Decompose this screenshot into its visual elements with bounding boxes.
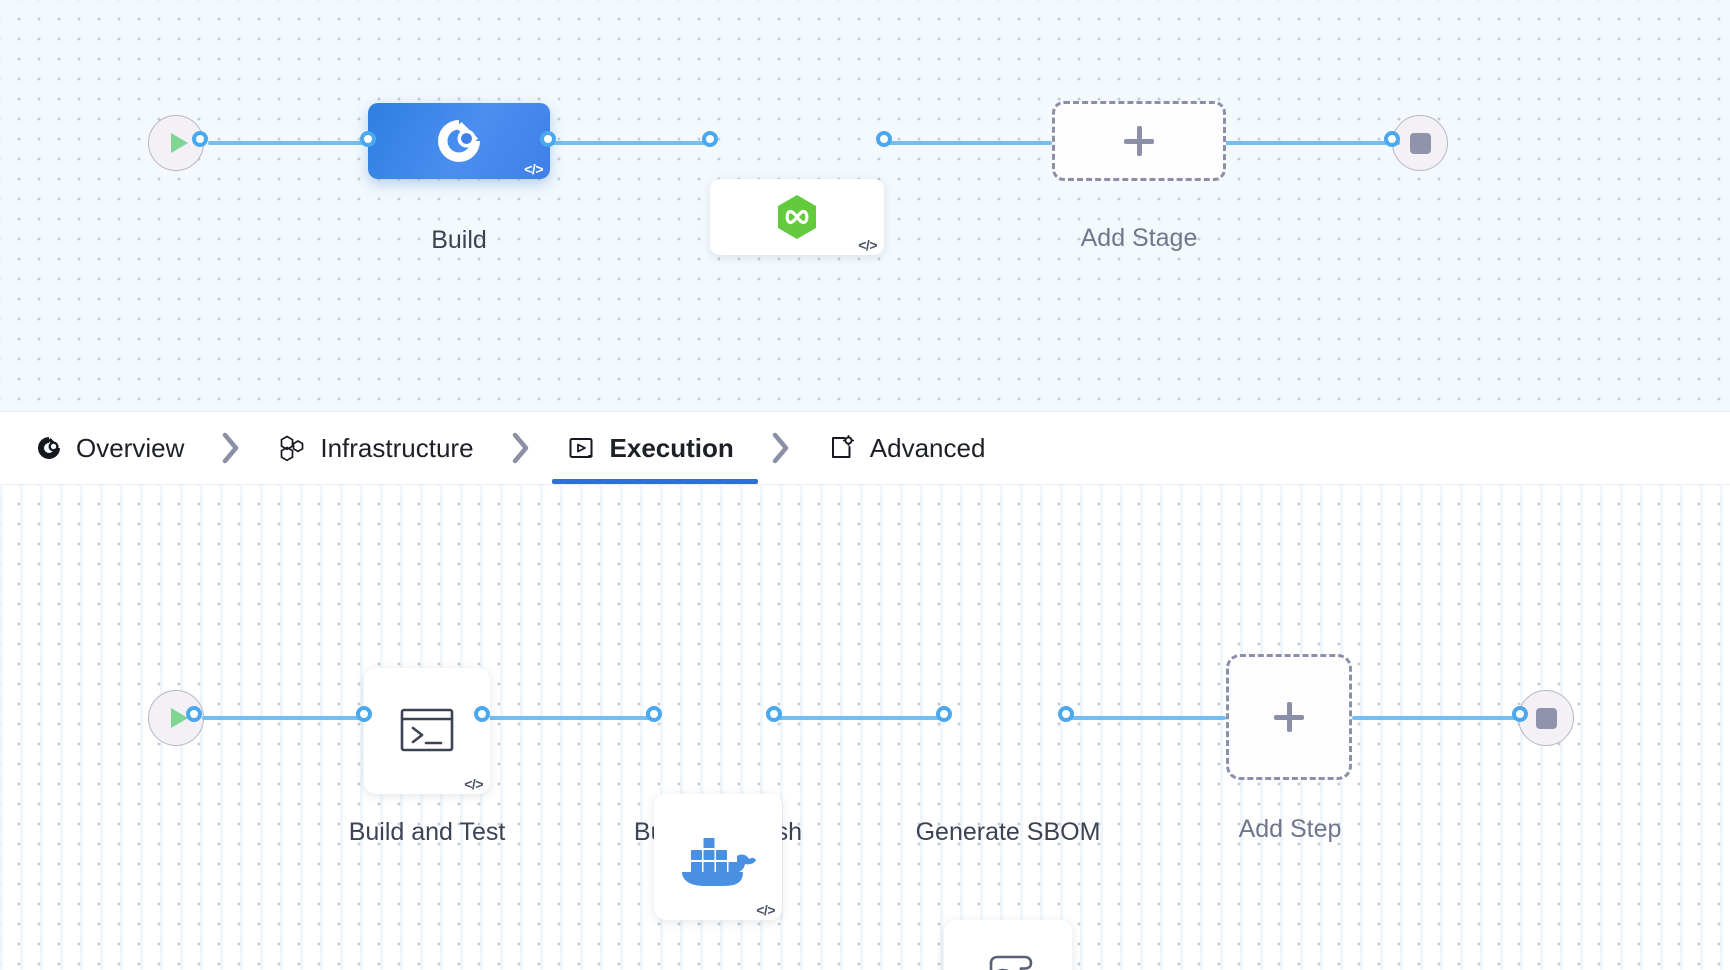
edge-addstage-to-end — [1224, 141, 1400, 145]
harness-ci-icon — [438, 120, 480, 162]
port-exec-end-in[interactable] — [1512, 706, 1528, 722]
tab-execution[interactable]: Execution — [551, 412, 759, 484]
plus-icon-v — [1286, 702, 1292, 732]
execution-graph-canvas[interactable]: </> Build and Test </> — [0, 484, 1730, 970]
sbom-scroll-icon — [989, 955, 1033, 970]
hexagon-cluster-icon — [278, 434, 306, 462]
stage-node-build[interactable]: </> — [368, 103, 550, 179]
stage-label-build: Build — [431, 226, 487, 254]
pipeline-end-node[interactable] — [1392, 115, 1448, 171]
port-deploy-in[interactable] — [702, 131, 718, 147]
stage-code-badge[interactable]: </> — [524, 161, 543, 177]
stage-code-badge[interactable]: </> — [858, 237, 877, 253]
add-stage-label: Add Stage — [1080, 224, 1198, 252]
tab-infrastructure-label: Infrastructure — [320, 432, 474, 463]
chevron-right-icon — [184, 431, 278, 465]
port-buildtest-out[interactable] — [474, 706, 490, 722]
step-code-badge[interactable]: </> — [464, 776, 483, 792]
port-docker-out[interactable] — [766, 706, 782, 722]
port-sbom-out[interactable] — [1058, 706, 1074, 722]
edge-deploy-to-addstage — [884, 141, 1052, 145]
edge-buildtest-to-docker — [482, 716, 654, 720]
port-docker-in[interactable] — [646, 706, 662, 722]
plus-icon-v — [1136, 126, 1142, 156]
stage-config-tabbar: Overview Infrastructure — [0, 412, 1730, 484]
edge-start-to-buildtest — [202, 716, 362, 720]
advanced-gear-icon — [828, 434, 856, 462]
step-node-generate-sbom[interactable]: </> — [944, 920, 1072, 970]
stage-node-deploy[interactable]: </> — [710, 179, 884, 255]
port-start-out[interactable] — [192, 131, 208, 147]
port-buildtest-in[interactable] — [356, 706, 372, 722]
edge-start-to-build — [208, 141, 368, 145]
step-node-build-and-test[interactable]: </> — [364, 668, 490, 794]
chevron-right-icon — [474, 431, 568, 465]
step-label-generate-sbom: Generate SBOM — [915, 818, 1101, 846]
tab-advanced[interactable]: Advanced — [828, 412, 986, 484]
edge-sbom-to-addstep — [1066, 716, 1226, 720]
execution-play-icon — [568, 434, 596, 462]
play-icon — [170, 133, 188, 153]
harness-cd-icon — [778, 195, 816, 239]
overview-pie-icon — [36, 435, 62, 461]
tab-execution-label: Execution — [609, 432, 734, 463]
tab-overview-label: Overview — [76, 432, 185, 463]
execution-end-node[interactable] — [1518, 690, 1574, 746]
edge-docker-to-sbom — [774, 716, 946, 720]
tab-advanced-label: Advanced — [869, 432, 986, 463]
port-exec-start-out[interactable] — [186, 706, 202, 722]
stop-icon — [1535, 707, 1557, 729]
add-stage-button[interactable] — [1052, 101, 1226, 181]
tab-infrastructure[interactable]: Infrastructure — [278, 412, 474, 484]
step-node-build-and-push-to-docker[interactable]: </> — [654, 794, 782, 920]
add-step-label: Add Step — [1238, 815, 1342, 843]
port-build-in[interactable] — [360, 131, 376, 147]
port-sbom-in[interactable] — [936, 706, 952, 722]
step-label-build-and-test: Build and Test — [348, 818, 506, 846]
edge-build-to-deploy — [548, 141, 710, 145]
terminal-icon — [400, 708, 454, 752]
edge-addstep-to-end — [1352, 716, 1522, 720]
docker-icon — [682, 838, 756, 886]
port-build-out[interactable] — [540, 131, 556, 147]
port-deploy-out[interactable] — [876, 131, 892, 147]
stage-graph-canvas[interactable]: </> Build </> Deploy Add Stage — [0, 0, 1730, 412]
stop-icon — [1409, 132, 1431, 154]
chevron-right-icon — [734, 431, 828, 465]
play-icon — [170, 708, 188, 728]
port-end-in[interactable] — [1384, 131, 1400, 147]
tab-overview[interactable]: Overview — [36, 412, 184, 484]
add-step-button[interactable] — [1226, 654, 1352, 780]
step-code-badge[interactable]: </> — [756, 902, 775, 918]
